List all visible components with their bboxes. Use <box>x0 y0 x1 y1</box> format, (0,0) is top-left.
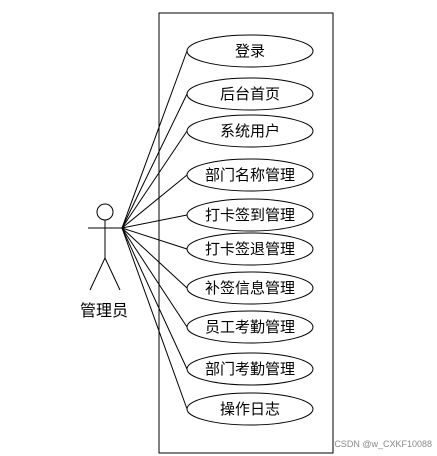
use-case-ellipse <box>186 114 314 148</box>
use-case-ellipse <box>186 271 314 305</box>
watermark: CSDN @w_CXKF10088 <box>334 439 432 449</box>
association-line-clock-out <box>121 227 188 250</box>
use-case-label: 打卡签到管理 <box>205 206 295 224</box>
use-case-label: 员工考勤管理 <box>205 318 295 336</box>
use-case-makeup: 补签信息管理 <box>186 271 314 305</box>
use-case-ellipse <box>186 232 314 266</box>
use-case-clock-in: 打卡签到管理 <box>186 198 314 232</box>
use-case-label: 打卡签退管理 <box>205 240 295 258</box>
use-case-home: 后台首页 <box>186 77 314 111</box>
association-line-clock-in <box>121 214 188 229</box>
association-line-emp-attendance <box>121 227 188 328</box>
use-case-label: 补签信息管理 <box>205 279 295 297</box>
association-line-logs <box>121 227 188 410</box>
use-case-ellipse <box>186 158 314 192</box>
use-case-clock-out: 打卡签退管理 <box>186 232 314 266</box>
association-line-users <box>121 130 188 229</box>
use-case-ellipse <box>186 352 314 386</box>
use-case-ellipse <box>186 310 314 344</box>
use-case-label: 部门名称管理 <box>205 166 295 184</box>
association-lines <box>121 50 188 410</box>
use-case-label: 登录 <box>235 42 265 60</box>
actor-head <box>96 203 114 221</box>
use-case-label: 后台首页 <box>220 85 280 103</box>
association-line-makeup <box>121 227 188 289</box>
use-case-login: 登录 <box>186 34 314 68</box>
actor-stick-figure <box>88 203 122 291</box>
use-case-dept-name: 部门名称管理 <box>186 158 314 192</box>
use-case-label: 系统用户 <box>220 122 280 140</box>
use-case-ellipse <box>186 392 314 426</box>
actor-left-leg <box>89 257 106 291</box>
association-line-dept-attendance <box>121 227 188 370</box>
use-case-label: 部门考勤管理 <box>205 360 295 378</box>
use-case-group: 登录后台首页系统用户部门名称管理打卡签到管理打卡签退管理补签信息管理员工考勤管理… <box>186 34 314 426</box>
use-case-label: 操作日志 <box>220 400 280 418</box>
use-case-users: 系统用户 <box>186 114 314 148</box>
association-line-dept-name <box>121 174 188 229</box>
association-line-login <box>121 50 188 229</box>
use-case-logs: 操作日志 <box>186 392 314 426</box>
system-boundary <box>158 12 334 454</box>
actor-right-leg <box>104 257 121 291</box>
use-case-emp-attendance: 员工考勤管理 <box>186 310 314 344</box>
use-case-dept-attendance: 部门考勤管理 <box>186 352 314 386</box>
use-case-ellipse <box>186 198 314 232</box>
association-line-home <box>121 93 188 229</box>
use-case-ellipse <box>186 34 314 68</box>
use-case-ellipse <box>186 77 314 111</box>
actor-label: 管理员 <box>80 301 128 320</box>
